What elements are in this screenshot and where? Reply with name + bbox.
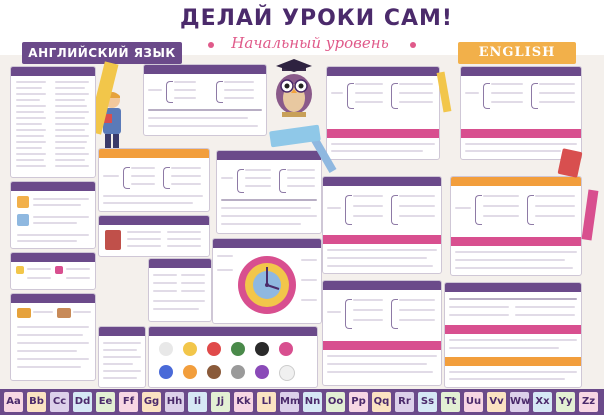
panel-header [144, 65, 266, 74]
alphabet-letter: Gg [142, 392, 161, 412]
panel-whats-the-time [212, 238, 322, 324]
alphabet-letter: Ss [418, 392, 437, 412]
panel-present-simple-right [322, 176, 442, 274]
alphabet-letter: Tt [441, 392, 460, 412]
panel-have-got [98, 148, 210, 212]
alphabet-letter: Vv [487, 392, 506, 412]
poster-subtitle: Начальный уровень [231, 34, 389, 52]
panel-subheader [451, 237, 581, 246]
ribbon-russian-label: АНГЛИЙСКИЙ ЯЗЫК [22, 42, 182, 64]
alphabet-letter: Nn [303, 392, 322, 412]
alphabet-letter: Jj [211, 392, 230, 412]
panel-past-simple [326, 66, 440, 160]
panel-header [99, 327, 145, 336]
alphabet-letter: Qq [372, 392, 391, 412]
alphabet-letter: Zz [579, 392, 598, 412]
panel-prepositions [10, 181, 96, 249]
alphabet-letter: Dd [73, 392, 92, 412]
alphabet-letter: Aa [4, 392, 23, 412]
alphabet-letter: Kk [234, 392, 253, 412]
alphabet-letter: Yy [556, 392, 575, 412]
panel-question-words [98, 215, 210, 257]
panel-colours [148, 326, 318, 388]
alphabet-letter: Bb [27, 392, 46, 412]
clock-icon [238, 256, 296, 314]
alphabet-letter: Pp [349, 392, 368, 412]
alphabet-letter: Oo [326, 392, 345, 412]
panel-header [323, 281, 441, 290]
panel-header [11, 67, 95, 76]
alphabet-letter: Hh [165, 392, 184, 412]
alphabet-letter: Rr [395, 392, 414, 412]
panel-this-that [10, 252, 96, 290]
panel-header [451, 177, 581, 186]
panel-header [445, 283, 581, 292]
panel-header [461, 67, 581, 76]
panel-subheader [445, 357, 581, 366]
panel-there-is-are [148, 258, 212, 322]
panel-header [213, 239, 321, 248]
alphabet-letter: Xx [533, 392, 552, 412]
panel-subheader [323, 341, 441, 350]
panel-past-continuous [460, 66, 582, 160]
poster-title: ДЕЛАЙ УРОКИ САМ! [180, 6, 453, 31]
panel-header [11, 182, 95, 191]
panel-modal-verbs [444, 282, 582, 388]
panel-header [11, 253, 95, 262]
panel-header [11, 294, 95, 303]
panel-header [323, 177, 441, 186]
subtitle-dot-right [410, 42, 416, 48]
panel-future-simple [322, 280, 442, 386]
panel-subheader [461, 129, 581, 138]
panel-header [149, 327, 317, 336]
owl-icon [276, 59, 312, 117]
book-illustration [557, 148, 583, 178]
alphabet-letter: Uu [464, 392, 483, 412]
alphabet-letter: Ww [510, 392, 530, 412]
panel-possessives [98, 326, 146, 388]
panel-present-continuous [450, 176, 582, 276]
panel-present-simple [216, 150, 322, 234]
panel-header [99, 149, 209, 158]
panel-subheader [445, 325, 581, 334]
ribbon-english-label: ENGLISH [458, 42, 576, 64]
panel-to-be [143, 64, 267, 136]
alphabet-letter: Ii [188, 392, 207, 412]
panel-plurals [10, 293, 96, 381]
alphabet-letter: Cc [50, 392, 69, 412]
panel-subheader [323, 235, 441, 244]
panel-header [149, 259, 211, 268]
alphabet-letter: Ee [96, 392, 115, 412]
alphabet-letter: Ll [257, 392, 276, 412]
subtitle-dot-left [208, 42, 214, 48]
panel-header [217, 151, 321, 160]
panel-header [327, 67, 439, 76]
alphabet-letter: Ff [119, 392, 138, 412]
alphabet-letter: Mm [280, 392, 300, 412]
panel-header [99, 216, 209, 225]
panel-subheader [327, 129, 439, 138]
panel-numbers [10, 66, 96, 178]
pencil-illustration [581, 189, 599, 241]
